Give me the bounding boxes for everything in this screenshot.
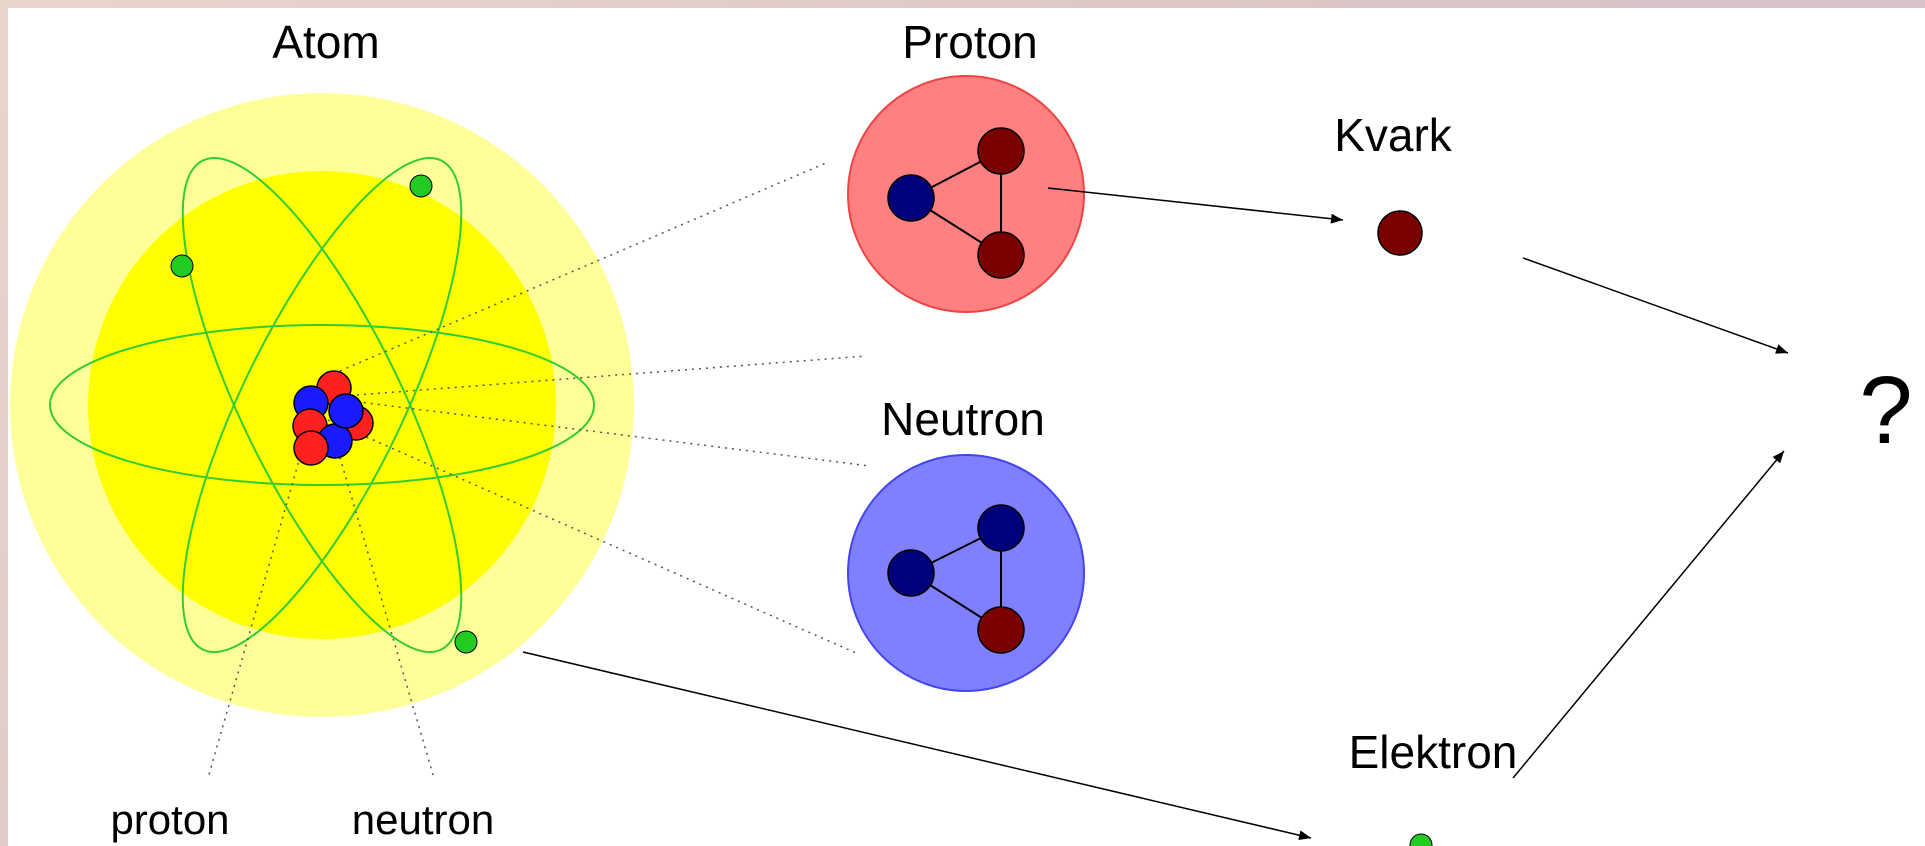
nucleon-proton bbox=[293, 430, 329, 466]
electron-particle bbox=[1409, 833, 1433, 846]
electrons bbox=[170, 174, 478, 654]
atom-structure-diagram: Atom Proton Kvark Neutron Elektron ? pro… bbox=[10, 16, 1913, 846]
neutron-title: Neutron bbox=[881, 393, 1045, 445]
down-quark bbox=[977, 504, 1025, 552]
electron-orbit-tilted-left bbox=[181, 157, 463, 653]
down-quark bbox=[887, 549, 935, 597]
nucleus-leader-lines bbox=[207, 162, 871, 779]
quark-particle bbox=[1377, 210, 1423, 256]
electron-label: Elektron bbox=[1349, 726, 1518, 778]
neutron-disc bbox=[847, 454, 1085, 692]
electron-dot bbox=[409, 174, 433, 198]
proton-quarks bbox=[887, 127, 1025, 279]
electron-dot bbox=[454, 630, 478, 654]
neutron-quarks bbox=[887, 504, 1025, 654]
arrow-proton-to-quark bbox=[1047, 187, 1344, 224]
arrow-quark-to-question bbox=[1522, 257, 1789, 354]
proton-label: proton bbox=[110, 796, 229, 843]
diagram-canvas: Atom Proton Kvark Neutron Elektron ? pro… bbox=[8, 8, 1925, 846]
question-mark: ? bbox=[1859, 357, 1912, 464]
proton-title: Proton bbox=[902, 16, 1038, 68]
up-quark bbox=[977, 231, 1025, 279]
quark-label: Kvark bbox=[1334, 109, 1453, 161]
arrows bbox=[522, 187, 1789, 841]
electron-dot bbox=[170, 254, 194, 278]
electron-orbit-horizontal bbox=[49, 324, 595, 486]
nucleon-neutron bbox=[328, 393, 364, 429]
up-quark bbox=[977, 606, 1025, 654]
neutron-label: neutron bbox=[352, 796, 494, 843]
arrow-atom-to-electron bbox=[522, 651, 1312, 841]
leader-to-neutron-bottom bbox=[327, 419, 857, 654]
arrow-electron-to-question bbox=[1512, 450, 1785, 779]
leader-to-neutron-top bbox=[342, 399, 871, 467]
atom-label: Atom bbox=[272, 16, 379, 68]
nucleus bbox=[292, 370, 374, 466]
proton-disc bbox=[847, 75, 1085, 313]
electron-orbit-tilted-right bbox=[181, 157, 463, 653]
up-quark bbox=[977, 127, 1025, 175]
down-quark bbox=[887, 174, 935, 222]
